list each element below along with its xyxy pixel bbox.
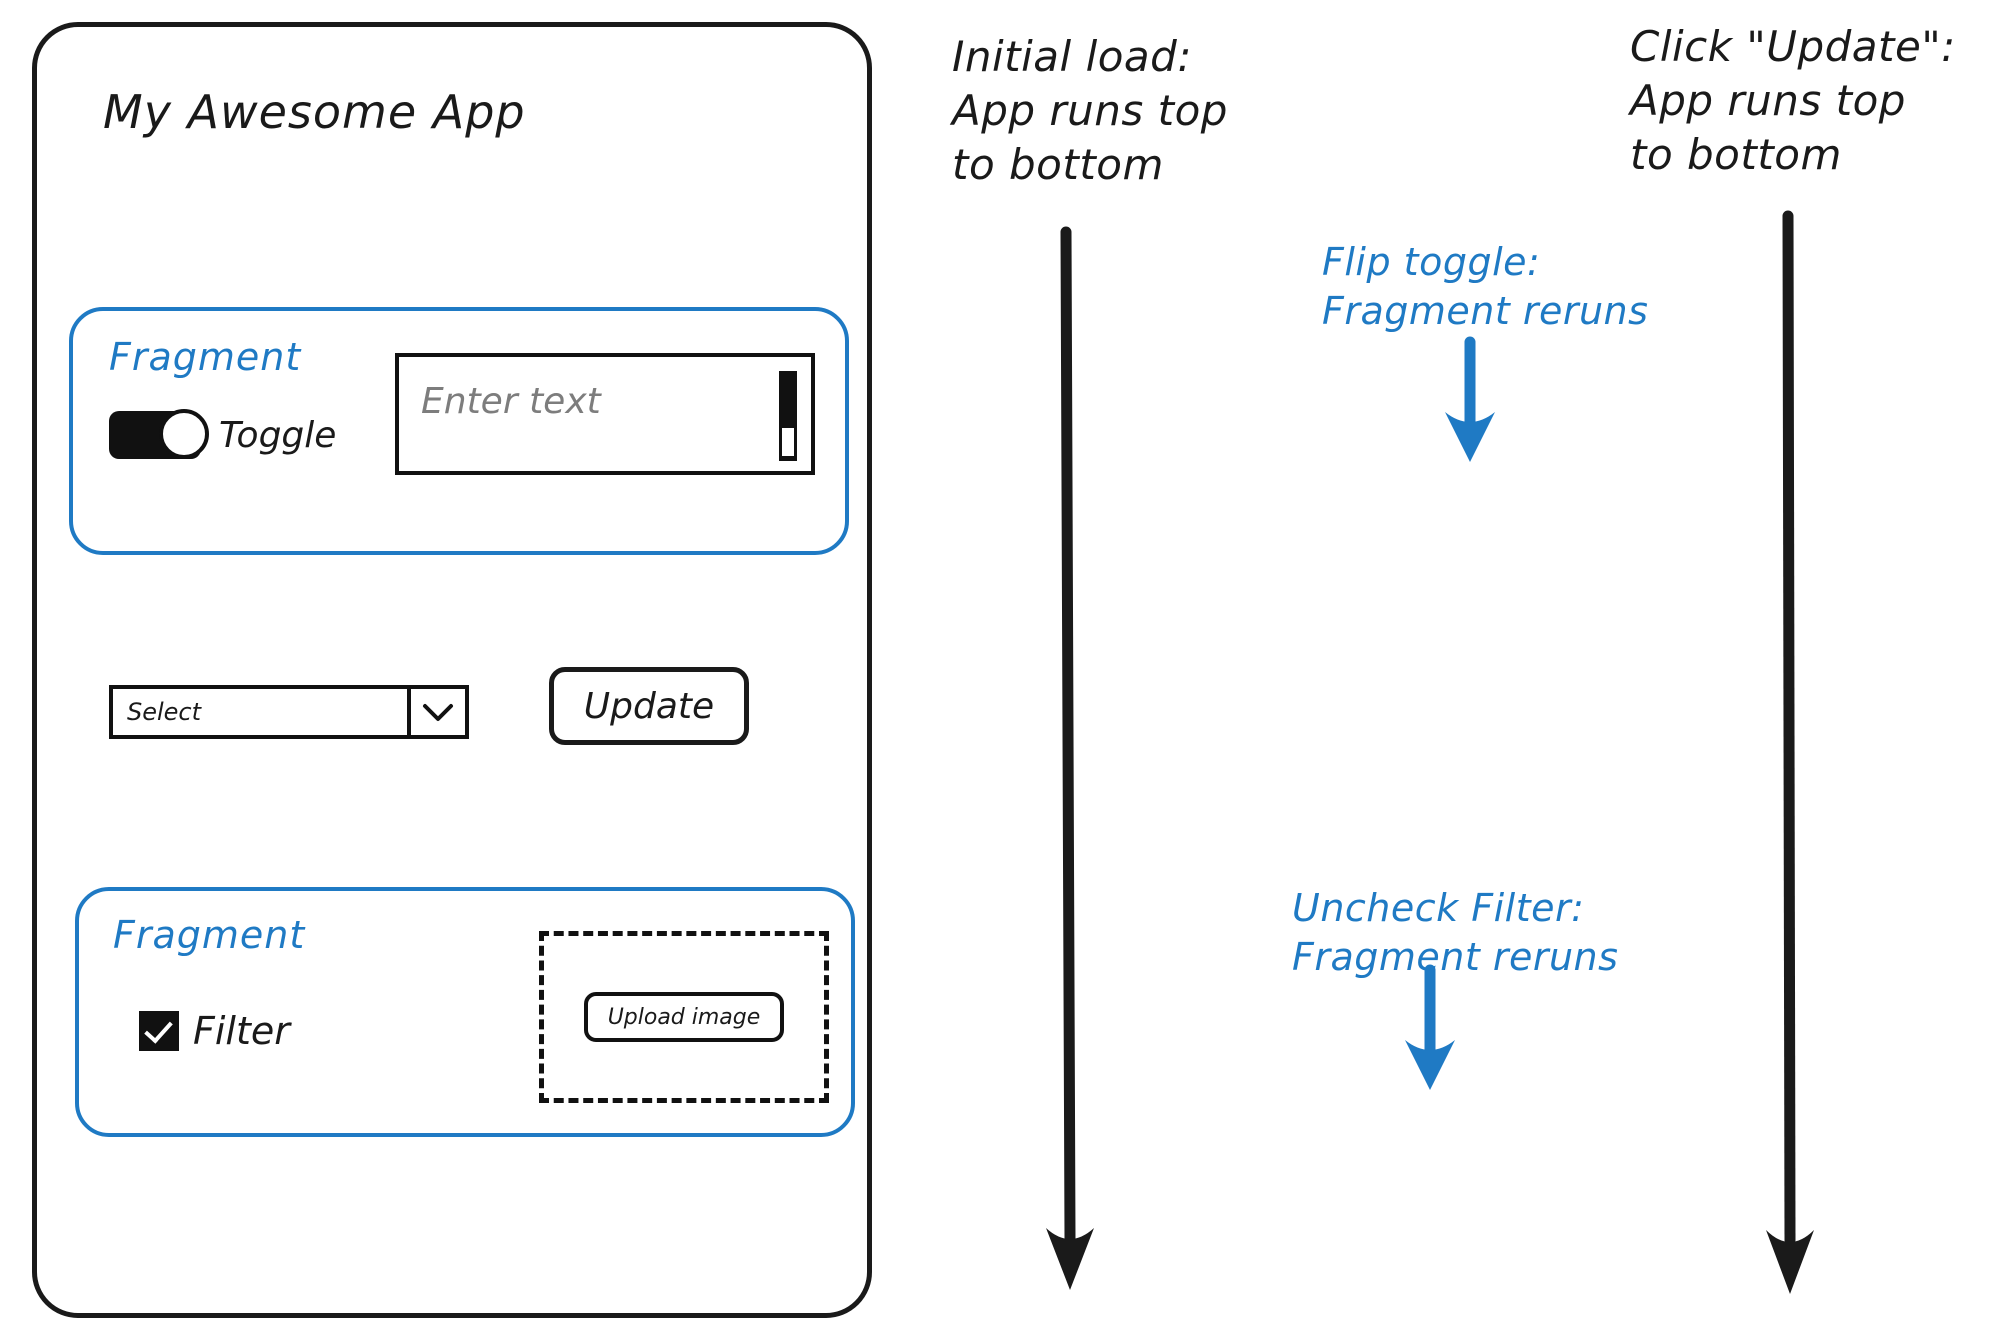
toggle-knob-icon (159, 409, 209, 459)
fragment-block-2: Fragment Filter Upload image (75, 887, 855, 1137)
toggle-label: Toggle (219, 414, 337, 456)
upload-image-button[interactable]: Upload image (584, 992, 784, 1042)
select-value: Select (127, 698, 202, 726)
toggle-switch-icon[interactable] (109, 409, 209, 459)
update-button[interactable]: Update (549, 667, 749, 745)
file-dropzone[interactable]: Upload image (539, 931, 829, 1103)
chevron-down-icon[interactable] (407, 689, 465, 735)
page-title: My Awesome App (103, 85, 526, 139)
checkbox-checked-icon[interactable] (139, 1011, 179, 1051)
fragment-1-label: Fragment (109, 335, 302, 379)
arrow-down-initial-load (1046, 226, 1094, 1290)
toggle-row[interactable]: Toggle (109, 409, 337, 459)
text-input[interactable]: Enter text (395, 353, 815, 475)
text-caret-tail-icon (779, 425, 797, 459)
annotation-uncheck-filter: Uncheck Filter: Fragment reruns (1292, 886, 1619, 979)
annotation-click-update: Click "Update": App runs top to bottom (1630, 22, 1956, 179)
text-input-placeholder: Enter text (421, 381, 601, 422)
arrow-down-flip-toggle (1445, 336, 1495, 462)
select-dropdown[interactable]: Select (109, 685, 469, 739)
filter-checkbox-row[interactable]: Filter (139, 1009, 290, 1053)
fragment-2-label: Fragment (113, 913, 306, 957)
arrow-down-uncheck-filter (1405, 964, 1455, 1090)
app-window-frame: My Awesome App Fragment Toggle Enter tex… (32, 22, 872, 1318)
annotation-initial-load: Initial load: App runs top to bottom (952, 32, 1228, 189)
arrow-down-click-update (1766, 210, 1814, 1294)
filter-label: Filter (193, 1009, 290, 1053)
annotation-flip-toggle: Flip toggle: Fragment reruns (1322, 240, 1649, 333)
fragment-block-1: Fragment Toggle Enter text (69, 307, 849, 555)
